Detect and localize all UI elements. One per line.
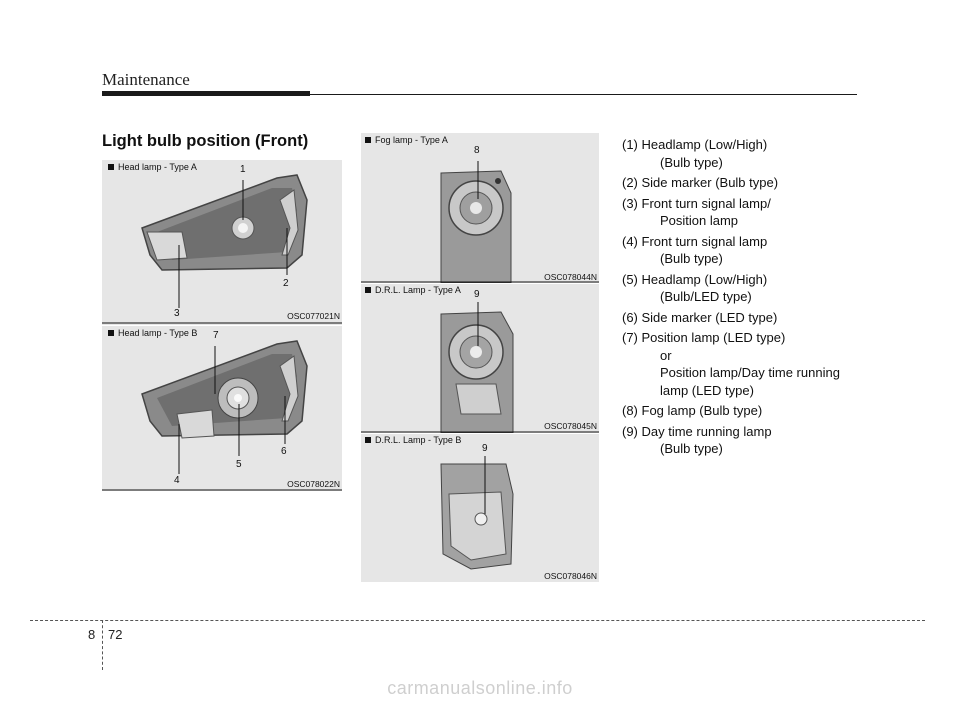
- callout-8: 8: [474, 145, 480, 156]
- fog-lamp-a-illustration: [361, 161, 599, 283]
- list-item: (3) Front turn signal lamp/Position lamp: [622, 195, 771, 229]
- figure-drl-lamp-type-a: D.R.L. Lamp - Type A 9 OSC078045N: [361, 284, 599, 433]
- drl-lamp-a-code: OSC078045N: [544, 421, 597, 431]
- bullet-square-icon: [365, 437, 371, 443]
- bullet-square-icon: [108, 164, 114, 170]
- head-lamp-b-code: OSC078022N: [287, 479, 340, 489]
- list-item: (1) Headlamp (Low/High)(Bulb type): [622, 137, 768, 170]
- list-item: (9) Day time running lamp(Bulb type): [622, 423, 772, 457]
- figure-fog-lamp-type-a: Fog lamp - Type A 8 OSC078044N: [361, 133, 599, 283]
- head-lamp-a-code: OSC077021N: [287, 311, 340, 321]
- list-item: (5) Headlamp (Low/High)(Bulb/LED type): [622, 271, 768, 305]
- drl-lamp-b-illustration: [440, 456, 514, 570]
- head-lamp-b-illustration: [102, 340, 342, 491]
- fog-lamp-a-code: OSC078044N: [544, 272, 597, 282]
- callout-6: 6: [281, 446, 287, 457]
- figure-drl-lamp-type-b: D.R.L. Lamp - Type B 9 OSC078046N: [361, 434, 599, 582]
- head-lamp-a-illustration: [102, 174, 342, 324]
- bullet-square-icon: [108, 330, 114, 336]
- bulb-legend-list: (1) Headlamp (Low/High)(Bulb type) (2) S…: [622, 136, 872, 461]
- callout-9a: 9: [474, 289, 480, 300]
- figure-head-lamp-type-b: Head lamp - Type B 7 6 5 4 OSC078022N: [102, 326, 342, 491]
- callout-1: 1: [240, 164, 246, 175]
- list-item: (6) Side marker (LED type): [622, 309, 778, 325]
- bullet-square-icon: [365, 137, 371, 143]
- fog-lamp-a-label: Fog lamp - Type A: [365, 135, 448, 145]
- head-lamp-a-label: Head lamp - Type A: [108, 162, 197, 172]
- callout-2: 2: [283, 278, 289, 289]
- footer-vertical-dashed-rule: [102, 620, 103, 670]
- list-item: (8) Fog lamp (Bulb type): [622, 403, 763, 418]
- watermark: carmanualsonline.info: [387, 678, 573, 698]
- page-header-title: Maintenance: [102, 70, 190, 89]
- header-rule: [102, 94, 857, 95]
- section-title: Light bulb position (Front): [102, 132, 309, 150]
- callout-3: 3: [174, 308, 180, 319]
- callout-7: 7: [213, 330, 219, 341]
- page-number: 72: [108, 627, 123, 642]
- head-lamp-b-label: Head lamp - Type B: [108, 328, 197, 338]
- list-item: (4) Front turn signal lamp(Bulb type): [622, 233, 768, 267]
- list-item: (2) Side marker (Bulb type): [622, 175, 779, 190]
- figure-head-lamp-type-a: Head lamp - Type A 1 2 3 OSC077021N: [102, 160, 342, 325]
- callout-5: 5: [236, 459, 242, 470]
- drl-lamp-b-code: OSC078046N: [544, 571, 597, 581]
- callout-9b: 9: [482, 443, 488, 454]
- chapter-number: 8: [88, 627, 96, 642]
- drl-lamp-a-illustration: [361, 302, 599, 433]
- callout-4: 4: [174, 475, 180, 486]
- bullet-square-icon: [365, 287, 371, 293]
- footer-dashed-rule: [30, 620, 925, 621]
- drl-lamp-a-label: D.R.L. Lamp - Type A: [365, 285, 461, 295]
- header-rule-thick: [102, 91, 310, 96]
- drl-lamp-b-label: D.R.L. Lamp - Type B: [365, 435, 461, 445]
